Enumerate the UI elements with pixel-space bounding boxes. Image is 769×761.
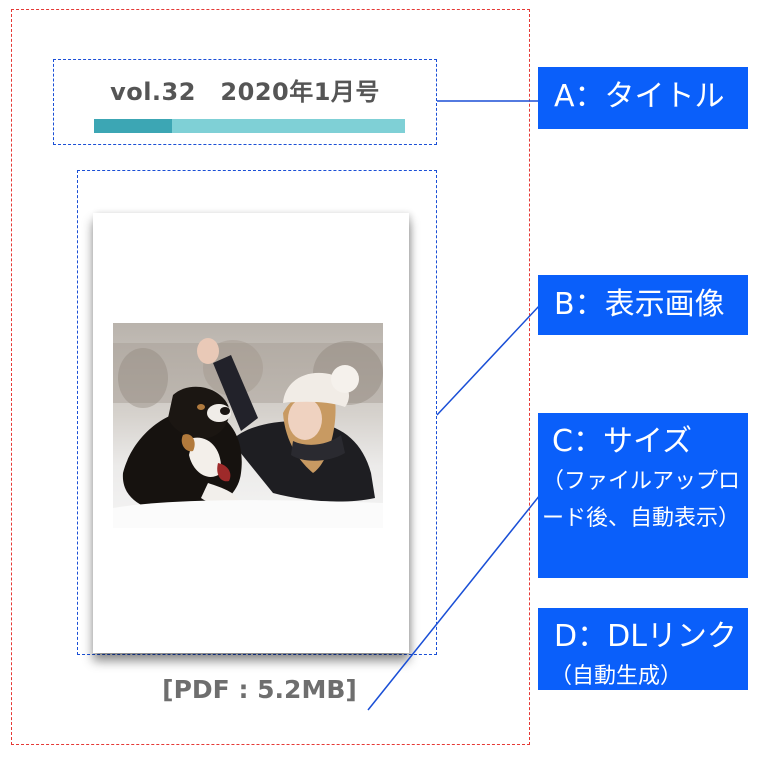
callout-c-note: （ファイルアップロード後、自動表示）: [542, 469, 741, 531]
callout-a-label: A：タイトル: [554, 79, 725, 114]
callout-d-note: （自動生成）: [550, 664, 683, 689]
callout-c-size: C：サイズ （ファイルアップロード後、自動表示）: [538, 413, 748, 578]
title-progress-fill: [94, 119, 172, 133]
callout-d-label: D：DLリンク: [554, 619, 737, 654]
title-area: vol.32 2020年1月号: [53, 59, 437, 145]
cover-photo: [113, 323, 383, 528]
issue-title: vol.32 2020年1月号: [110, 78, 380, 106]
callout-d-download-link: D：DLリンク （自動生成）: [538, 608, 748, 690]
callout-c-label: C：サイズ: [552, 424, 693, 459]
file-size-download-link[interactable]: [PDF : 5.2MB]: [162, 675, 357, 704]
callout-a-title: A：タイトル: [538, 67, 748, 129]
title-progress-bar: [94, 119, 405, 133]
callout-b-display-image: B：表示画像: [538, 275, 748, 335]
callout-b-label: B：表示画像: [554, 287, 725, 322]
